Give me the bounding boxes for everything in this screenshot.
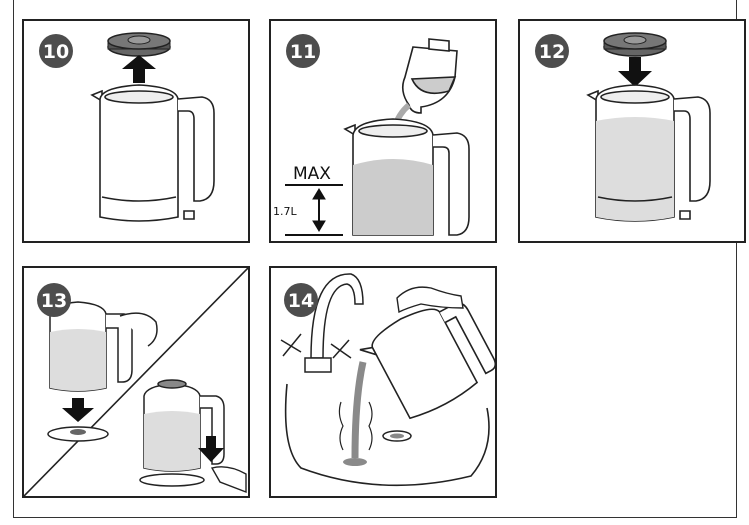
lid-icon (604, 33, 666, 56)
step-14-illustration: 14 (271, 268, 495, 496)
step-number: 13 (41, 290, 67, 312)
step-11-illustration: MAX 1.7L 11 (271, 21, 495, 241)
kettle-icon (92, 85, 214, 221)
step-13-illustration: 13 (24, 268, 248, 496)
step-10-illustration: 10 (24, 21, 248, 241)
step-number: 12 (539, 41, 565, 63)
up-arrow-icon (122, 55, 156, 83)
kettle-icon (345, 119, 469, 235)
down-arrow-icon (618, 57, 652, 87)
step-number: 10 (43, 41, 69, 63)
down-arrow-icon (62, 398, 94, 422)
step-12-panel: 12 (518, 19, 746, 243)
kettle-icon (140, 380, 224, 486)
jug-icon (403, 39, 457, 113)
step-14-panel: 14 (269, 266, 497, 498)
hand-icon (212, 467, 246, 492)
step-11-panel: MAX 1.7L 11 (269, 19, 497, 243)
lid-icon (108, 33, 170, 56)
step-number: 14 (288, 290, 314, 312)
max-label: MAX (293, 164, 331, 184)
step-number: 11 (290, 41, 316, 63)
step-10-panel: 10 (22, 19, 250, 243)
double-arrow-icon (313, 189, 325, 231)
step-12-illustration: 12 (520, 21, 744, 241)
step-13-panel: 13 (22, 266, 250, 498)
hand-icon (397, 287, 463, 312)
capacity-label: 1.7L (273, 205, 297, 218)
kettle-icon (588, 85, 710, 221)
